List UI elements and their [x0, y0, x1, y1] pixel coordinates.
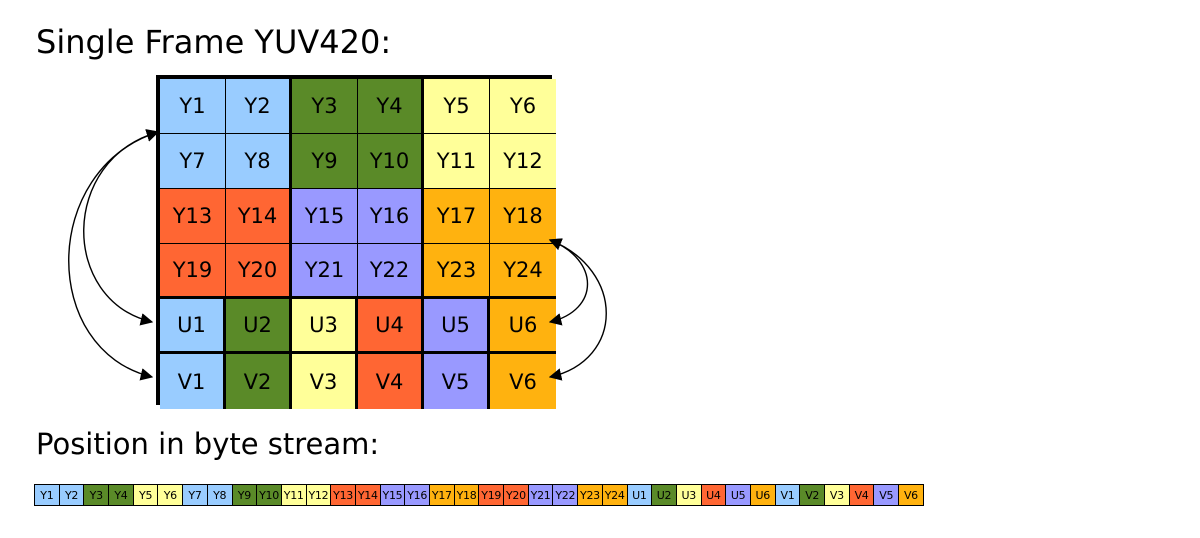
stream-cell-y23: Y23: [578, 485, 603, 505]
grid-cell-u4: U4: [358, 299, 424, 354]
grid-cell-y7: Y7: [160, 134, 226, 189]
grid-cell-y18: Y18: [490, 189, 556, 244]
grid-cell-v6: V6: [490, 354, 556, 409]
diagram-title: Single Frame YUV420:: [36, 23, 392, 61]
grid-cell-y16: Y16: [358, 189, 424, 244]
stream-cell-y2: Y2: [59, 485, 85, 505]
grid-cell-v4: V4: [358, 354, 424, 409]
grid-cell-y6: Y6: [490, 79, 556, 134]
stream-cell-v4: V4: [849, 485, 875, 505]
grid-cell-y10: Y10: [358, 134, 424, 189]
grid-cell-u2: U2: [226, 299, 292, 354]
grid-cell-v1: V1: [160, 354, 226, 409]
grid-cell-y1: Y1: [160, 79, 226, 134]
stream-cell-v3: V3: [825, 485, 850, 505]
stream-cell-y20: Y20: [504, 485, 529, 505]
grid-cell-y19: Y19: [160, 244, 226, 299]
grid-cell-y8: Y8: [226, 134, 292, 189]
arrow-y-to-v6: [548, 238, 607, 381]
stream-cell-v2: V2: [800, 485, 825, 505]
stream-cell-u6: U6: [750, 485, 776, 505]
arrow-y-to-v1: [68, 129, 160, 381]
stream-cell-u4: U4: [701, 485, 727, 505]
grid-cell-u3: U3: [292, 299, 358, 354]
stream-cell-y10: Y10: [257, 485, 282, 505]
arrow-y-to-u1: [83, 129, 160, 326]
grid-cell-y21: Y21: [292, 244, 358, 299]
stream-cell-v6: V6: [899, 485, 924, 505]
stream-cell-y15: Y15: [380, 485, 406, 505]
grid-cell-y5: Y5: [424, 79, 490, 134]
stream-cell-u5: U5: [726, 485, 751, 505]
grid-cell-u5: U5: [424, 299, 490, 354]
stream-cell-y21: Y21: [528, 485, 554, 505]
stream-cell-y17: Y17: [430, 485, 455, 505]
stream-cell-y12: Y12: [306, 485, 332, 505]
stream-cell-y14: Y14: [355, 485, 381, 505]
grid-cell-y20: Y20: [226, 244, 292, 299]
stream-cell-y6: Y6: [158, 485, 184, 505]
arrow-y-to-u6: [548, 238, 588, 326]
stream-cell-u3: U3: [676, 485, 702, 505]
stream-cell-y16: Y16: [405, 485, 430, 505]
stream-cell-y13: Y13: [331, 485, 356, 505]
stream-cell-v1: V1: [775, 485, 801, 505]
grid-cell-y22: Y22: [358, 244, 424, 299]
stream-cell-y8: Y8: [207, 485, 233, 505]
grid-cell-v5: V5: [424, 354, 490, 409]
grid-cell-y3: Y3: [292, 79, 358, 134]
stream-cell-y3: Y3: [84, 485, 110, 505]
stream-cell-y5: Y5: [133, 485, 159, 505]
grid-cell-u1: U1: [160, 299, 226, 354]
stream-cell-y7: Y7: [183, 485, 208, 505]
stream-cell-y9: Y9: [232, 485, 258, 505]
stream-cell-y24: Y24: [602, 485, 628, 505]
grid-cell-y23: Y23: [424, 244, 490, 299]
grid-cell-y12: Y12: [490, 134, 556, 189]
grid-cell-y9: Y9: [292, 134, 358, 189]
stream-cell-u2: U2: [652, 485, 677, 505]
grid-cell-y11: Y11: [424, 134, 490, 189]
grid-cell-y13: Y13: [160, 189, 226, 244]
stream-cell-y19: Y19: [479, 485, 505, 505]
grid-cell-y17: Y17: [424, 189, 490, 244]
stream-cell-u1: U1: [627, 485, 653, 505]
stream-title: Position in byte stream:: [36, 427, 380, 461]
stream-cell-y22: Y22: [553, 485, 579, 505]
grid-cell-y15: Y15: [292, 189, 358, 244]
grid-cell-v3: V3: [292, 354, 358, 409]
stream-cell-v5: V5: [874, 485, 900, 505]
stream-cell-y1: Y1: [35, 485, 60, 505]
grid-cell-u6: U6: [490, 299, 556, 354]
grid-cell-y4: Y4: [358, 79, 424, 134]
grid-cell-y2: Y2: [226, 79, 292, 134]
stream-cell-y4: Y4: [109, 485, 134, 505]
grid-cell-v2: V2: [226, 354, 292, 409]
stream-cell-y11: Y11: [281, 485, 307, 505]
grid-cell-y14: Y14: [226, 189, 292, 244]
grid-cell-y24: Y24: [490, 244, 556, 299]
stream-cell-y18: Y18: [454, 485, 480, 505]
